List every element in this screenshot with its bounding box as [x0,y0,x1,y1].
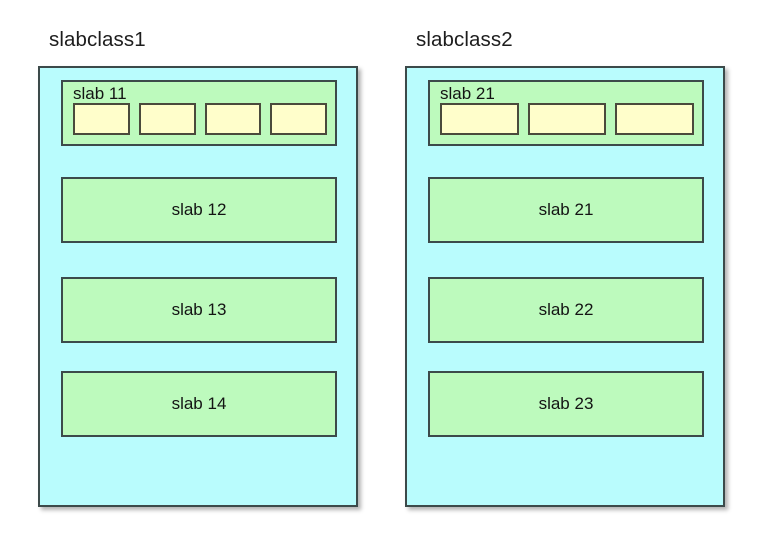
slabclass-title-2: slabclass2 [416,28,513,51]
chunk[interactable] [138,103,196,135]
slabclass-container-2[interactable]: slab 21 slab 21 slab 22 slab 23 [405,66,725,507]
chunk[interactable] [204,103,262,135]
slab-21[interactable]: slab 21 [428,177,704,243]
slab-label-21-chunked: slab 21 [440,84,495,103]
slab-13[interactable]: slab 13 [61,277,337,343]
slab-22[interactable]: slab 22 [428,277,704,343]
slab-23[interactable]: slab 23 [428,371,704,437]
chunk-row-1 [73,103,327,135]
slab-chunked-2[interactable]: slab 21 [428,80,704,146]
slab-14[interactable]: slab 14 [61,371,337,437]
chunk[interactable] [440,103,519,135]
slab-label: slab 22 [538,300,594,319]
slab-chunked-1[interactable]: slab 11 [61,80,337,146]
chunk[interactable] [73,103,130,135]
slab-label: slab 21 [538,200,594,219]
chunk[interactable] [615,103,695,135]
slab-label: slab 23 [538,394,594,413]
slab-12[interactable]: slab 12 [61,177,337,243]
slab-label-11: slab 11 [73,84,127,103]
slabclass-group-1: slabclass1 slab 11 slab 12 slab 13 [38,28,358,507]
chunk[interactable] [527,103,607,135]
slab-label: slab 12 [171,200,227,219]
chunk-row-2 [440,103,695,135]
chunk[interactable] [270,103,327,135]
slab-label: slab 13 [171,300,227,319]
slabclass-title-1: slabclass1 [49,28,146,51]
slab-label: slab 14 [171,394,227,413]
slabclass-group-2: slabclass2 slab 21 slab 21 slab 22 slab … [405,28,725,507]
slabclass-container-1[interactable]: slab 11 slab 12 slab 13 slab 14 [38,66,358,507]
